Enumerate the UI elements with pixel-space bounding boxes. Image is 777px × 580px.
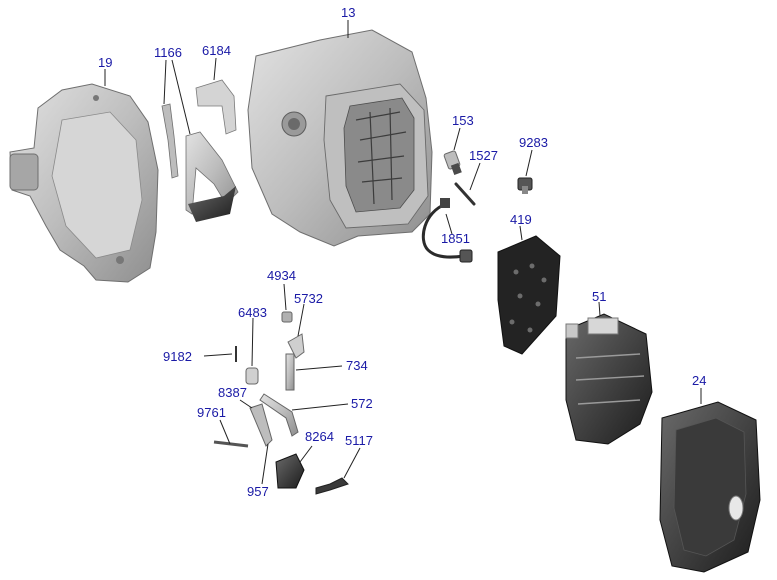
callout-1851: 1851 [441, 231, 470, 246]
callout-9283: 9283 [519, 135, 548, 150]
callout-419: 419 [510, 212, 532, 227]
small-parts-cluster [213, 311, 349, 495]
separator-plate-part [497, 235, 561, 355]
valve-body-part [565, 313, 653, 445]
callout-6483: 6483 [238, 305, 267, 320]
lever-part [259, 393, 299, 437]
leader-lines [104, 20, 702, 485]
bracket-part [195, 79, 237, 135]
callout-5117: 5117 [345, 433, 373, 448]
callout-1166: 1166 [154, 45, 182, 60]
spring-part [315, 477, 349, 495]
pin-shaft-part [213, 440, 249, 448]
callout-51: 51 [592, 289, 607, 304]
callout-9761: 9761 [197, 405, 226, 420]
pin-part [454, 182, 476, 206]
callout-13: 13 [341, 5, 356, 20]
callout-5732: 5732 [294, 291, 323, 306]
callout-6184: 6184 [202, 43, 231, 58]
seal-strip-part [161, 103, 239, 222]
oil-pan-part [659, 401, 761, 573]
nut-part [281, 311, 293, 323]
callout-1527: 1527 [469, 148, 498, 163]
callout-153: 153 [452, 113, 474, 128]
speed-sensor-part [517, 177, 533, 194]
callout-957: 957 [247, 484, 269, 499]
callout-734: 734 [346, 358, 368, 373]
callout-4934: 4934 [267, 268, 296, 283]
sensor-part [443, 150, 462, 176]
callout-8387: 8387 [218, 385, 247, 400]
transmission-case-part [247, 29, 433, 247]
plug-part [245, 367, 259, 385]
clip-part [287, 333, 305, 359]
callout-19: 19 [98, 55, 113, 70]
detent-part [275, 453, 305, 489]
callout-9182: 9182 [163, 349, 192, 364]
link-part [249, 403, 273, 447]
callout-8264: 8264 [305, 429, 334, 444]
callout-572: 572 [351, 396, 373, 411]
shaft-part [285, 353, 295, 391]
wire-harness-part [421, 198, 473, 263]
bell-housing-part [9, 83, 159, 283]
callout-24: 24 [692, 373, 707, 388]
